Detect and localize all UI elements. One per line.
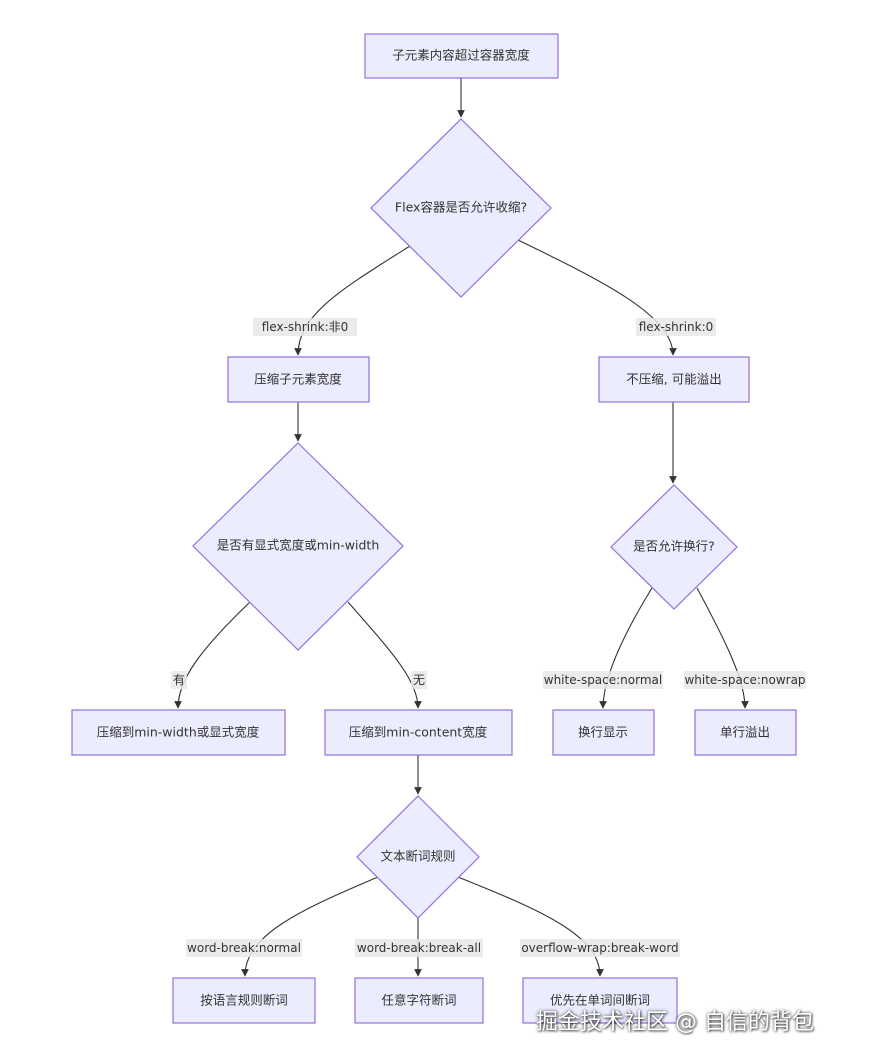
- edge-label-wb-normal: word-break:normal: [187, 941, 301, 955]
- node-allow-wrap-label: 是否允许换行?: [633, 539, 715, 554]
- node-break-between-words: 优先在单词间断词: [522, 977, 678, 1024]
- node-to-min-width: 压缩到min-width或显式宽度: [71, 709, 286, 756]
- node-break-any: 任意字符断词: [354, 977, 484, 1024]
- edge-allow-shrink-to-no-shrink: [517, 239, 677, 356]
- edge-word-break-to-lang: [241, 876, 379, 977]
- node-shrink-width: 压缩子元素宽度: [227, 356, 370, 403]
- edge-label-ow-break-word: overflow-wrap:break-word: [521, 941, 678, 955]
- node-to-min-width-label: 压缩到min-width或显式宽度: [97, 725, 260, 740]
- edge-allow-wrap-to-single-overflow: [696, 587, 749, 709]
- node-shrink-width-label: 压缩子元素宽度: [254, 372, 342, 387]
- watermark: 掘金技术社区 @ 自信的背包: [536, 1010, 814, 1035]
- node-break-between-words-label: 优先在单词间断词: [550, 993, 650, 1008]
- edge-label-ws-normal: white-space:normal: [544, 673, 662, 687]
- node-no-shrink: 不压缩, 可能溢出: [598, 356, 750, 403]
- node-to-min-content: 压缩到min-content宽度: [324, 709, 513, 756]
- edge-labels: flex-shrink:非0 flex-shrink:0 有 无 white-s…: [171, 318, 806, 957]
- nodes: 子元素内容超过容器宽度 Flex容器是否允许收缩? 压缩子元素宽度 不压缩, 可…: [71, 33, 797, 1024]
- node-word-break-rule: 文本断词规则: [356, 795, 480, 919]
- node-word-break-rule-label: 文本断词规则: [380, 849, 455, 864]
- edge-allow-wrap-to-wrap-display: [599, 587, 653, 709]
- edge-label-yes: 有: [173, 673, 185, 687]
- node-start: 子元素内容超过容器宽度: [364, 33, 559, 79]
- node-to-min-content-label: 压缩到min-content宽度: [349, 725, 488, 740]
- edge-label-ws-nowrap: white-space:nowrap: [684, 673, 805, 687]
- node-break-by-lang: 按语言规则断词: [172, 977, 316, 1024]
- node-wrap-display-label: 换行显示: [578, 725, 628, 740]
- node-wrap-display: 换行显示: [552, 709, 655, 756]
- edge-label-shrink-nonzero: flex-shrink:非0: [262, 320, 349, 334]
- node-has-width: 是否有显式宽度或min-width: [192, 442, 404, 651]
- edge-label-no: 无: [413, 673, 425, 687]
- edge-label-shrink-zero: flex-shrink:0: [639, 320, 714, 334]
- node-allow-wrap: 是否允许换行?: [610, 484, 738, 610]
- edge-label-wb-break-all: word-break:break-all: [357, 941, 481, 955]
- edge-allow-shrink-to-shrink-width: [294, 245, 411, 356]
- edge-word-break-to-between-words: [457, 876, 604, 977]
- node-single-overflow-label: 单行溢出: [720, 725, 770, 740]
- edge-has-width-to-min-content: [347, 601, 422, 709]
- node-allow-shrink: Flex容器是否允许收缩?: [370, 118, 552, 298]
- edge-has-width-to-min-width: [174, 601, 251, 709]
- node-break-any-label: 任意字符断词: [381, 993, 456, 1008]
- node-single-overflow: 单行溢出: [694, 709, 797, 756]
- node-no-shrink-label: 不压缩, 可能溢出: [626, 372, 721, 387]
- node-has-width-label: 是否有显式宽度或min-width: [217, 538, 380, 553]
- edges: [174, 78, 749, 977]
- node-break-by-lang-label: 按语言规则断词: [200, 993, 288, 1008]
- node-allow-shrink-label: Flex容器是否允许收缩?: [395, 200, 527, 215]
- node-start-label: 子元素内容超过容器宽度: [392, 48, 530, 63]
